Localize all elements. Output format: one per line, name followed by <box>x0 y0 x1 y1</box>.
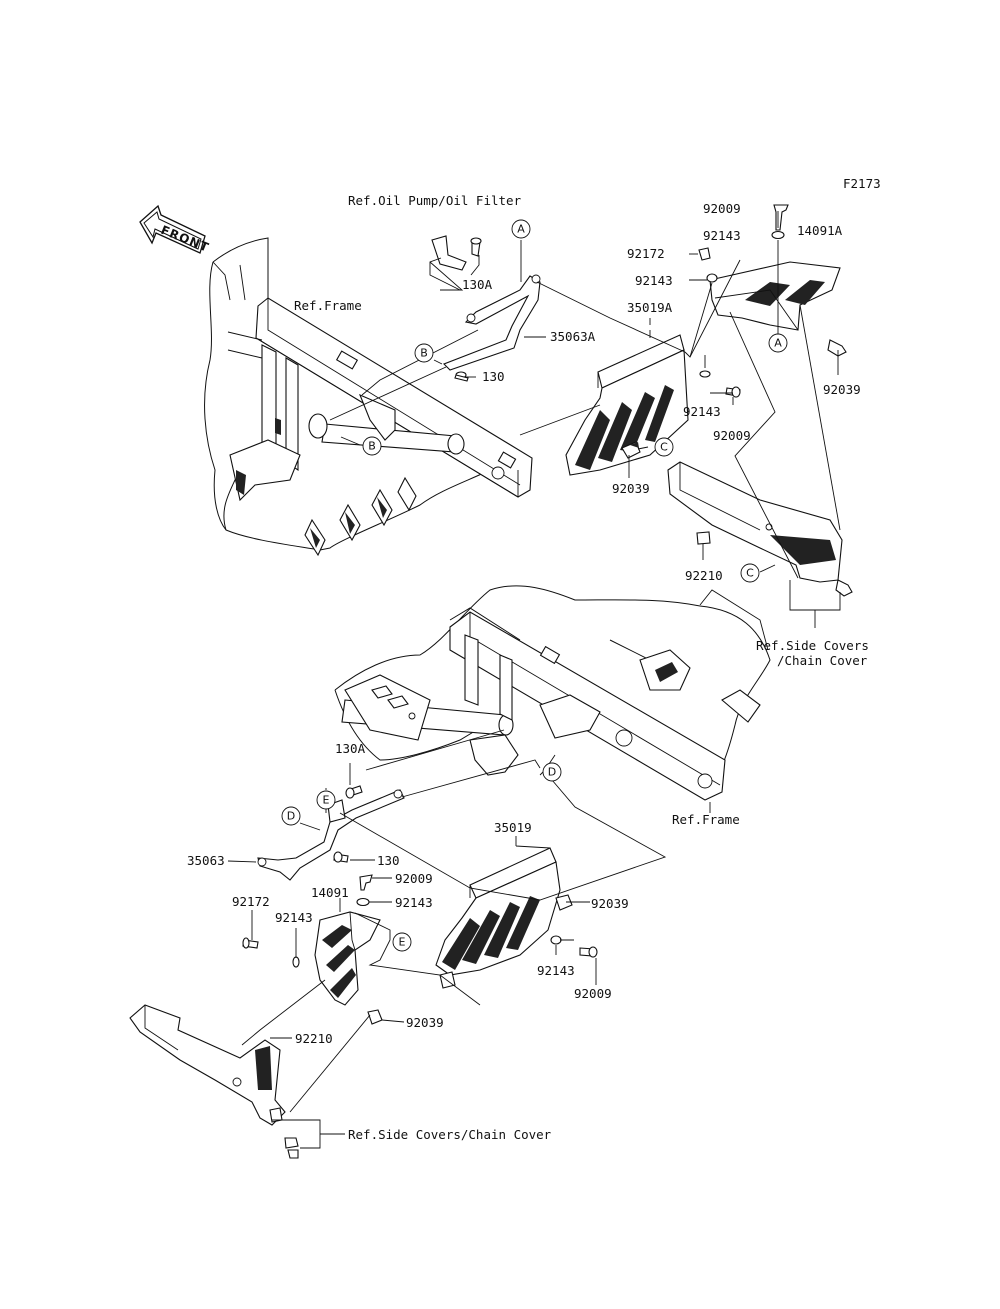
lower-clip-bottom <box>284 1137 299 1159</box>
upper-bolt-130 <box>454 371 469 382</box>
label-14091: 14091 <box>311 885 349 900</box>
label-92009-b: 92009 <box>574 986 612 1001</box>
label-35019A: 35019A <box>627 300 673 315</box>
upper-washer-92143-low <box>699 370 711 378</box>
lower-clip-92039-b <box>555 894 573 911</box>
svg-text:B: B <box>368 440 376 453</box>
label-ref-frame-upper: Ref.Frame <box>294 298 362 313</box>
upper-screw-92009-top <box>773 204 789 231</box>
svg-text:B: B <box>420 347 428 360</box>
svg-text:C: C <box>746 567 754 580</box>
upper-clip-92210 <box>696 531 711 545</box>
upper-chain-guard <box>667 461 843 583</box>
upper-bolt-130A <box>470 237 482 257</box>
label-92039-a: 92039 <box>406 1015 444 1030</box>
callout-e-upper: E <box>316 790 336 810</box>
upper-assembly <box>204 237 533 557</box>
callout-d-right: D <box>542 762 562 782</box>
label-92172-upper: 92172 <box>627 246 665 261</box>
lower-screw-92009-a <box>359 874 373 891</box>
upper-cover-14091A <box>709 261 841 331</box>
svg-text:E: E <box>323 794 330 807</box>
callout-a-top: A <box>511 219 531 239</box>
label-92143-b: 92143 <box>275 910 313 925</box>
label-ref-oil-pump: Ref.Oil Pump/Oil Filter <box>348 193 522 208</box>
lower-washer-92143-c <box>550 935 562 945</box>
front-arrow-icon: FRONT <box>139 204 211 255</box>
callout-b-upper: B <box>414 343 434 363</box>
lower-assembly <box>334 585 771 801</box>
lower-washer-92143-b <box>292 956 300 968</box>
lower-heat-shield-35019 <box>435 847 561 989</box>
label-35019: 35019 <box>494 820 532 835</box>
label-130-lower: 130 <box>377 853 400 868</box>
label-130A-upper: 130A <box>462 277 493 292</box>
label-130-upper: 130 <box>482 369 505 384</box>
label-92039-mid: 92039 <box>612 481 650 496</box>
label-92009-a: 92009 <box>395 871 433 886</box>
lower-washer-92143-a <box>356 897 370 907</box>
label-92143-a: 92143 <box>395 895 433 910</box>
upper-clip-92039-mid <box>621 441 641 459</box>
label-92009-low: 92009 <box>713 428 751 443</box>
label-35063: 35063 <box>187 853 225 868</box>
callout-b-lower: B <box>362 436 382 456</box>
label-92210-upper: 92210 <box>685 568 723 583</box>
callout-e-lower: E <box>392 932 412 952</box>
figure-id: F2173 <box>843 176 881 191</box>
lower-screw-92172 <box>242 937 259 949</box>
upper-washer-92143-mid <box>706 273 718 283</box>
upper-washer-92143-top <box>771 230 785 240</box>
label-92143-mid: 92143 <box>635 273 673 288</box>
label-ref-side-covers-lower: Ref.Side Covers/Chain Cover <box>348 1127 552 1142</box>
svg-text:D: D <box>548 766 556 779</box>
label-92210-lower: 92210 <box>295 1031 333 1046</box>
label-14091A: 14091A <box>797 223 843 238</box>
svg-text:D: D <box>287 810 295 823</box>
svg-text:A: A <box>774 337 782 350</box>
callout-d-left: D <box>281 806 301 826</box>
label-ref-frame-lower: Ref.Frame <box>672 812 740 827</box>
lower-screw-92009-b <box>579 946 598 958</box>
upper-nut-92172 <box>698 247 711 261</box>
label-ref-side-covers-upper-2: /Chain Cover <box>777 653 868 668</box>
label-92143-low: 92143 <box>683 404 721 419</box>
lower-bolt-130A <box>345 785 363 799</box>
label-92143-c: 92143 <box>537 963 575 978</box>
upper-frame-outline <box>204 237 491 551</box>
label-35063A: 35063A <box>550 329 596 344</box>
label-92039-b: 92039 <box>591 896 629 911</box>
lower-chain-guard <box>129 1004 286 1126</box>
upper-clip-92039-right <box>827 339 847 357</box>
label-130A-lower: 130A <box>335 741 366 756</box>
lower-cover-14091 <box>314 911 381 1006</box>
lower-bolt-130 <box>333 851 349 863</box>
upper-leader-lines <box>329 211 841 628</box>
svg-text:E: E <box>399 936 406 949</box>
upper-screw-92009-low <box>725 386 741 398</box>
label-92143-top: 92143 <box>703 228 741 243</box>
label-92172-lower: 92172 <box>232 894 270 909</box>
upper-clip-bottom <box>835 579 853 597</box>
upper-oil-pipe-35063A <box>429 235 541 371</box>
label-ref-side-covers-upper-1: Ref.Side Covers <box>756 638 869 653</box>
callout-c-low: C <box>740 563 760 583</box>
callout-a-right: A <box>768 333 788 353</box>
lower-clip-92039-a <box>367 1009 383 1025</box>
svg-text:C: C <box>660 441 668 454</box>
callout-c-mid: C <box>654 437 674 457</box>
label-92039-right: 92039 <box>823 382 861 397</box>
svg-text:A: A <box>517 223 525 236</box>
label-92009-top: 92009 <box>703 201 741 216</box>
